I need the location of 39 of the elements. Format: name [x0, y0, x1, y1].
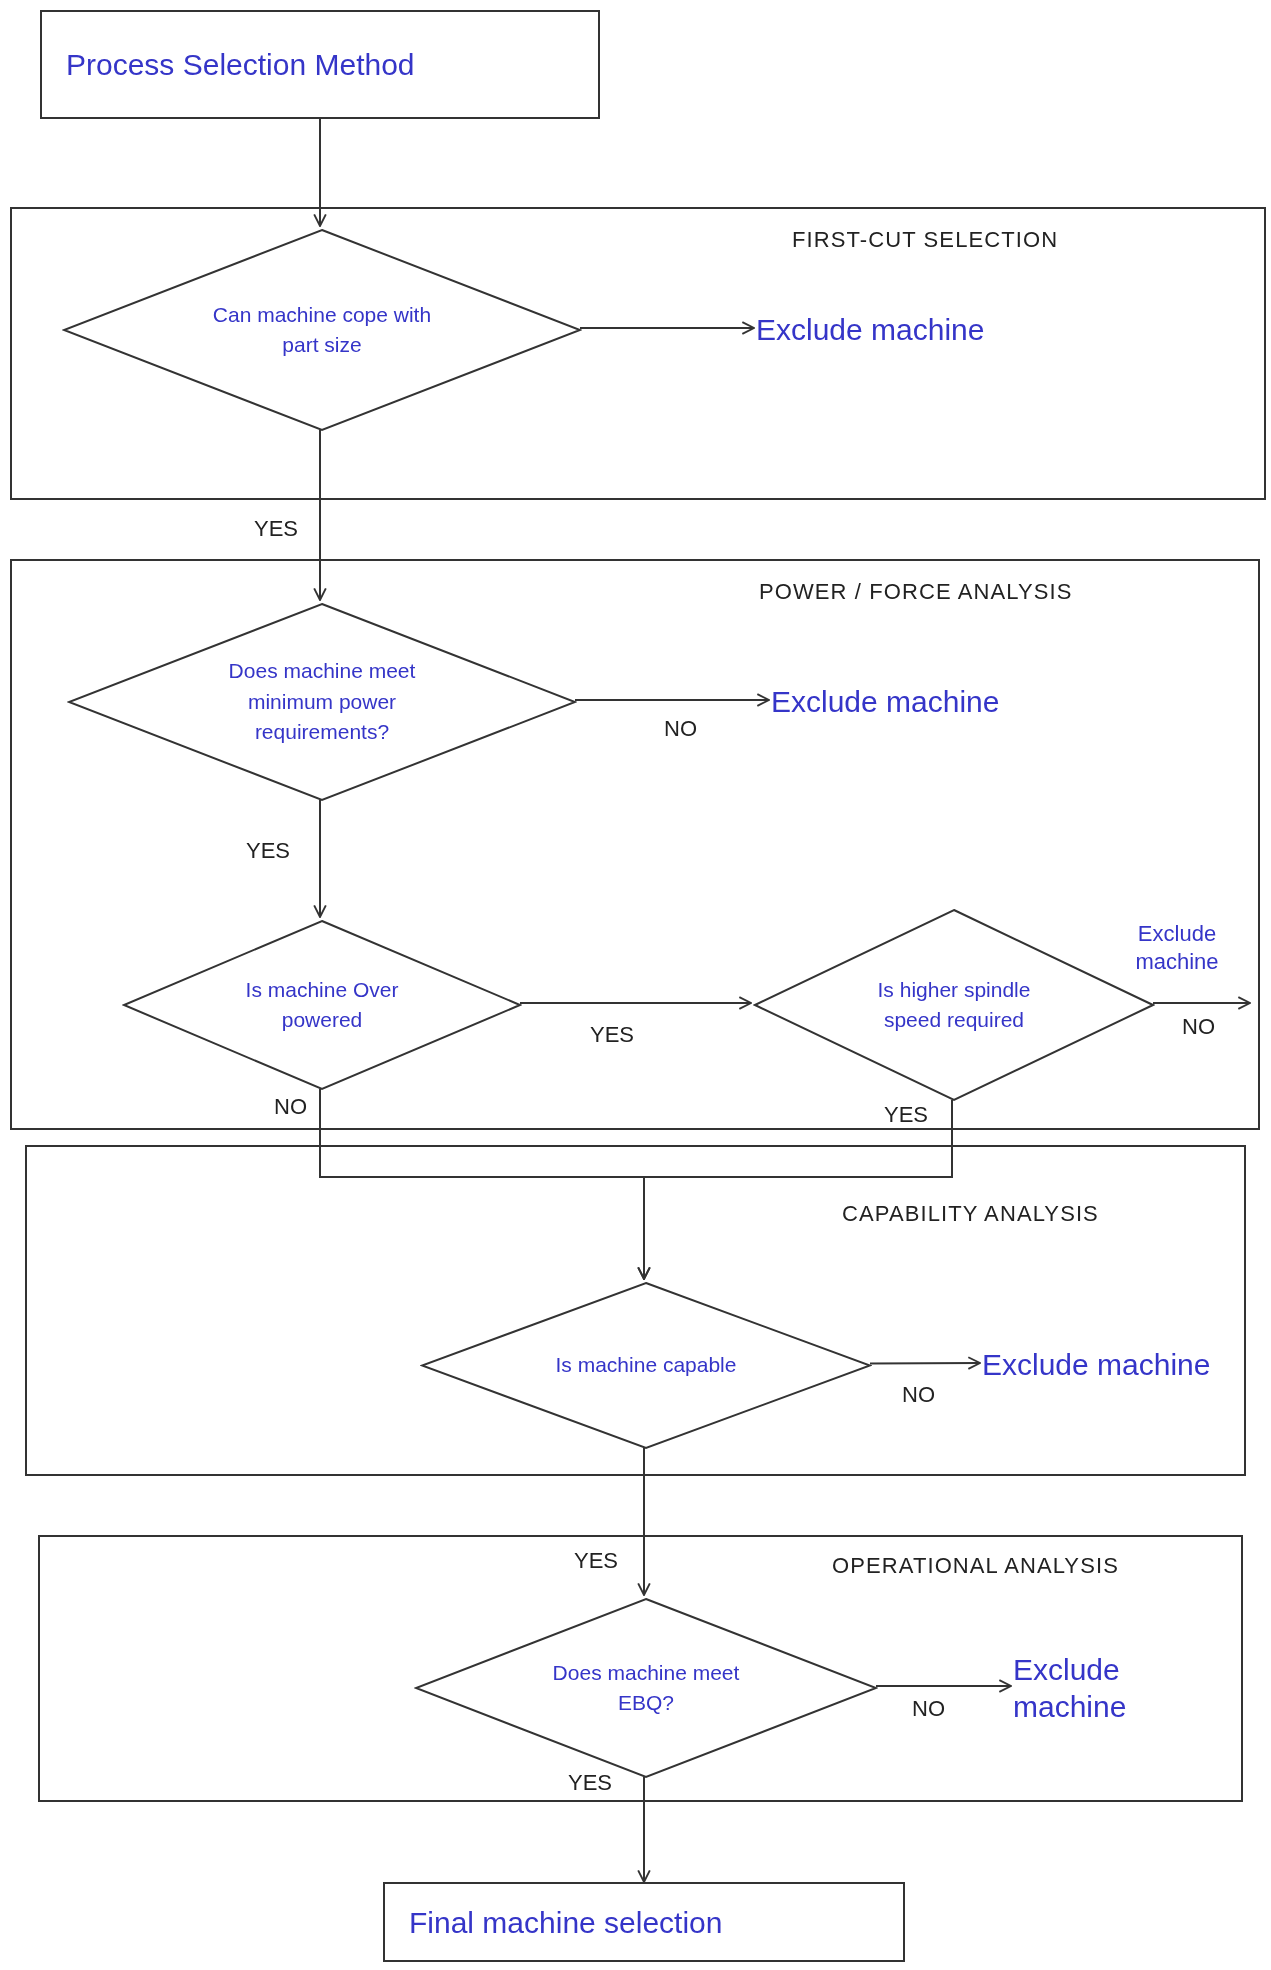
section-heading: CAPABILITY ANALYSIS [842, 1200, 1099, 1228]
section-heading: FIRST-CUT SELECTION [792, 226, 1059, 254]
decision-diamond [67, 602, 577, 802]
box-text: Process Selection Method [66, 47, 415, 83]
decision-text: Is machine capable [554, 1352, 738, 1379]
section-panel [10, 207, 1266, 500]
decision-text: Can machine cope with part size [211, 301, 433, 358]
decision-diamond [420, 1281, 872, 1450]
arrow [574, 693, 770, 707]
arrow [875, 1679, 1012, 1693]
arrow [1152, 996, 1251, 1010]
section-panel [38, 1535, 1243, 1802]
outcome-text: Exclude machine [771, 677, 1091, 727]
decision-text: Does machine meet minimum power requirements? [227, 658, 417, 746]
arrow [313, 429, 327, 601]
outcome-text: Exclude machine [756, 305, 1086, 355]
decision-text: Is machine Over powered [244, 976, 400, 1033]
process-box [383, 1882, 905, 1962]
arrow [519, 996, 752, 1010]
arrow [579, 321, 755, 335]
arrow [313, 799, 327, 918]
process-box [40, 10, 600, 119]
section-heading: POWER / FORCE ANALYSIS [759, 578, 1073, 606]
decision-diamond [62, 228, 582, 432]
arrow [637, 1099, 953, 1280]
decision-text: Does machine meet EBQ? [551, 1659, 741, 1716]
outcome-text: Exclude machine [1013, 1647, 1163, 1729]
section-panel [25, 1145, 1246, 1476]
arrow [637, 1776, 651, 1883]
outcome-text: Exclude machine [982, 1342, 1242, 1388]
box-text: Final machine selection [409, 1904, 723, 1941]
section-panel [10, 559, 1260, 1130]
decision-text: Is higher spindle speed required [876, 976, 1032, 1033]
arrow [637, 1447, 651, 1596]
decision-diamond [122, 919, 522, 1091]
outcome-text: Exclude machine [1102, 920, 1252, 1005]
arrow [869, 1356, 981, 1370]
section-heading: OPERATIONAL ANALYSIS [832, 1552, 1119, 1580]
arrow [313, 118, 327, 227]
